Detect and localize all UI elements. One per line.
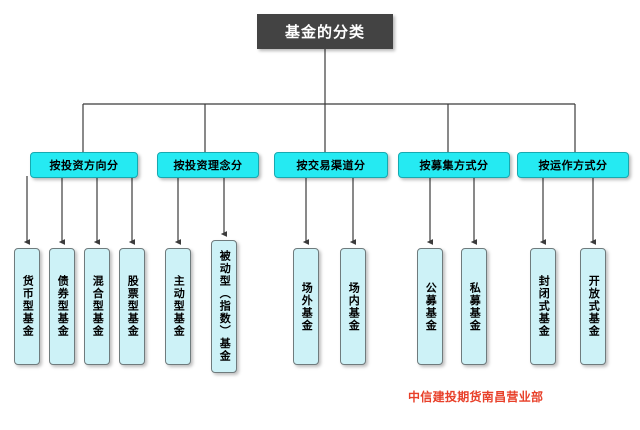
leaf-node-public-fund[interactable]: 公募基金 xyxy=(417,248,443,365)
footer-branch-name: 中信建投期货南昌营业部 xyxy=(408,390,544,404)
leaf-node-closed-end-fund[interactable]: 封闭式基金 xyxy=(530,248,556,365)
leaf-node-active-fund[interactable]: 主动型基金 xyxy=(165,248,191,365)
leaf-label: 股票型基金 xyxy=(126,275,139,338)
leaf-label: 公募基金 xyxy=(424,281,437,332)
category-node-by-investment-philosophy[interactable]: 按投资理念分 xyxy=(157,152,259,178)
leaf-label: 封闭式基金 xyxy=(537,275,550,338)
leaf-label: 私募基金 xyxy=(468,281,481,332)
leaf-label: 场内基金 xyxy=(347,281,360,332)
category-node-by-fundraising-method[interactable]: 按募集方式分 xyxy=(398,152,510,178)
leaf-node-bond-fund[interactable]: 债券型基金 xyxy=(49,248,75,365)
leaf-label: 主动型基金 xyxy=(172,275,185,338)
leaf-node-hybrid-fund[interactable]: 混合型基金 xyxy=(84,248,110,365)
category-node-by-operation-mode[interactable]: 按运作方式分 xyxy=(517,152,629,178)
category-node-by-investment-direction[interactable]: 按投资方向分 xyxy=(30,152,138,178)
leaf-label: 债券型基金 xyxy=(56,275,69,338)
leaf-label: 被动型（指数）基金 xyxy=(218,250,231,363)
leaf-node-equity-fund[interactable]: 股票型基金 xyxy=(119,248,145,365)
leaf-node-otc-fund[interactable]: 场外基金 xyxy=(293,248,319,365)
leaf-node-money-market-fund[interactable]: 货币型基金 xyxy=(14,248,40,365)
leaf-node-passive-index-fund[interactable]: 被动型（指数）基金 xyxy=(211,240,237,373)
leaf-label: 场外基金 xyxy=(300,281,313,332)
category-node-by-trading-channel[interactable]: 按交易渠道分 xyxy=(274,152,388,178)
leaf-label: 混合型基金 xyxy=(91,275,104,338)
leaf-node-open-end-fund[interactable]: 开放式基金 xyxy=(580,248,606,365)
leaf-node-private-fund[interactable]: 私募基金 xyxy=(461,248,487,365)
leaf-label: 货币型基金 xyxy=(21,275,34,338)
leaf-node-exchange-traded-fund[interactable]: 场内基金 xyxy=(340,248,366,365)
root-node-fund-classification[interactable]: 基金的分类 xyxy=(257,14,393,49)
leaf-label: 开放式基金 xyxy=(587,275,600,338)
